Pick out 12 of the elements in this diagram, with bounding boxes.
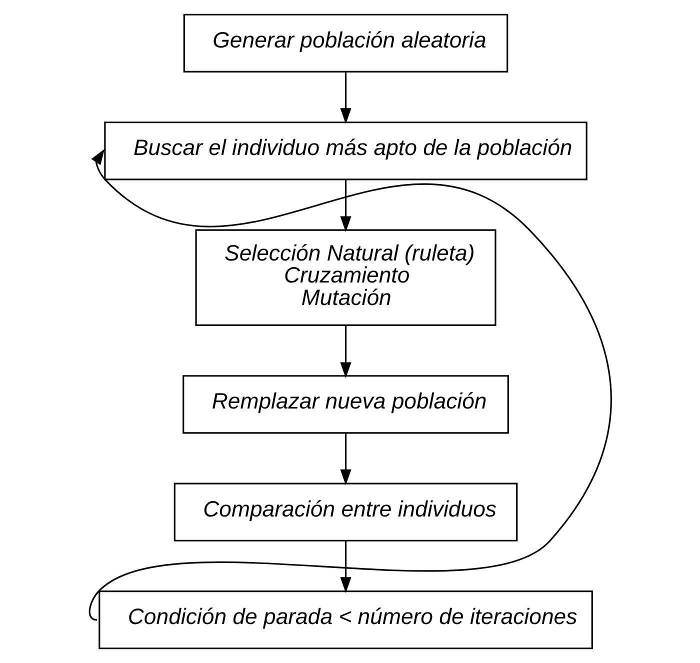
arrow	[88, 148, 612, 620]
node-box: Buscar el individuo más apto de la población	[104, 122, 587, 180]
node-box: Condición de parada < número de iteraciones	[98, 590, 592, 650]
node-box: Remplazar nueva población	[182, 375, 508, 434]
node-box: Comparación entre individuos	[173, 482, 518, 542]
node-box: Selección Natural (ruleta) Cruzamiento Mutación	[194, 229, 496, 326]
node-box: Generar población aleatoria	[182, 14, 508, 72]
arrow	[340, 325, 351, 378]
arrow	[340, 180, 351, 232]
arrow	[340, 541, 351, 594]
arrow	[340, 72, 351, 124]
arrow	[340, 433, 351, 486]
